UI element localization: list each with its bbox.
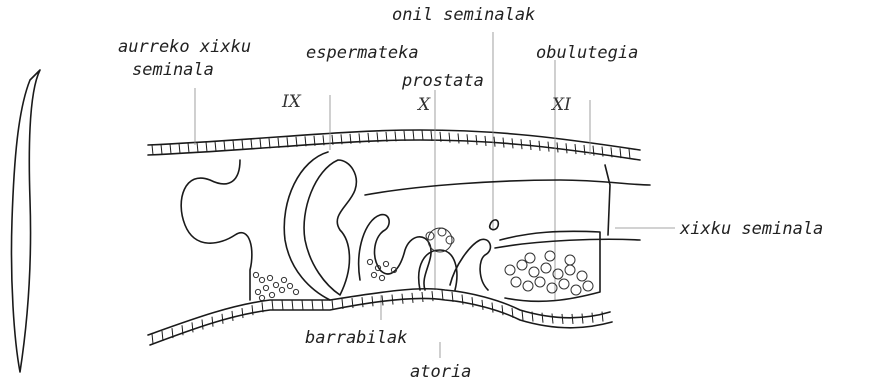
dorsal-body-wall	[148, 130, 640, 160]
label-spermatheca: espermateka	[306, 43, 419, 63]
segment-label-x: X	[416, 95, 431, 115]
prostate-shape	[359, 215, 431, 290]
anterior-seminal-vesicle-shape	[181, 160, 252, 300]
stippled-tissue	[253, 259, 396, 300]
internal-organs	[181, 152, 650, 301]
label-atrium: atoria	[410, 362, 471, 382]
label-anterior-seminal-vesicle-2: seminala	[132, 60, 214, 80]
label-seminal-funnels: onil seminalak	[392, 5, 535, 25]
label-prostate: prostata	[401, 71, 484, 91]
label-penial-setae: barrabilak	[305, 328, 407, 348]
egg-cluster	[505, 251, 593, 295]
whole-worm-outline	[11, 70, 40, 372]
label-seminal-vesicle: xixku seminala	[679, 219, 823, 239]
label-ovisac: obulutegia	[536, 43, 638, 63]
label-anterior-seminal-vesicle-1: aurreko xixku	[118, 37, 251, 57]
spermatheca-shape	[284, 152, 330, 300]
seminal-vesicle-shape	[365, 180, 650, 195]
segment-label-xi: XI	[550, 95, 571, 115]
segment-label-ix: IX	[281, 92, 302, 112]
